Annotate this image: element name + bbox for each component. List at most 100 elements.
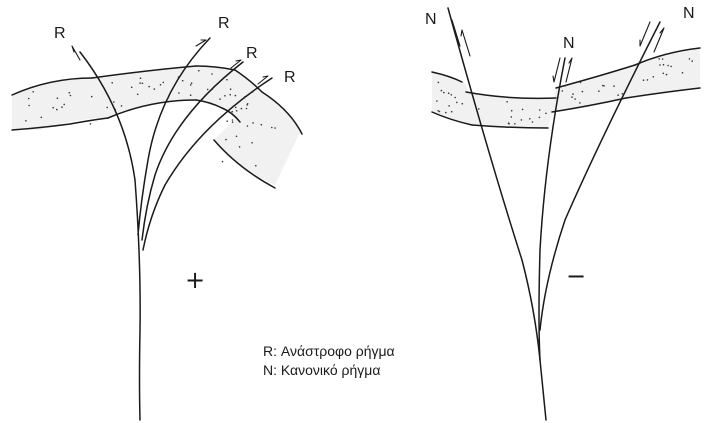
- stipple-dot: [226, 120, 228, 122]
- stipple-dot: [190, 84, 192, 86]
- slip-arrow-icon: [452, 20, 460, 46]
- stipple-dot: [579, 102, 581, 104]
- stipple-dot: [225, 139, 227, 141]
- stipple-dot: [539, 109, 541, 111]
- stipple-dot: [28, 98, 30, 100]
- stipple-dot: [224, 95, 226, 97]
- fault-label-n: N: [563, 35, 575, 52]
- stipple-dot: [451, 94, 453, 96]
- stipple-dot: [508, 123, 510, 125]
- stipple-dot: [222, 161, 224, 163]
- stipple-dot: [247, 103, 249, 105]
- stipple-dot: [207, 89, 209, 91]
- stipple-dot: [261, 124, 263, 126]
- stipple-dot: [539, 117, 541, 119]
- stipple-dot: [462, 103, 464, 105]
- stipple-dot: [163, 82, 165, 84]
- stipple-dot: [52, 107, 54, 109]
- stipple-dot: [230, 88, 232, 90]
- stipple-dot: [451, 111, 453, 113]
- stipple-dot: [529, 118, 531, 120]
- stipple-dot: [251, 142, 253, 144]
- stipple-dot: [658, 58, 660, 60]
- stipple-dot: [653, 76, 655, 78]
- stipple-dot: [160, 84, 162, 86]
- stipple-dot: [229, 94, 231, 96]
- stipple-dot: [647, 79, 649, 81]
- stipple-dot: [106, 107, 108, 109]
- stipple-dot: [235, 107, 237, 109]
- stipple-dot: [235, 95, 237, 97]
- stipple-dot: [511, 116, 513, 118]
- stipple-dot: [140, 77, 142, 79]
- stipple-dot: [441, 90, 443, 92]
- stipple-dot: [572, 93, 574, 95]
- stipple-dot: [244, 97, 246, 99]
- stipple-dot: [226, 79, 228, 81]
- stipple-dot: [61, 106, 63, 108]
- stipple-dot: [454, 97, 456, 99]
- stipple-dot: [41, 117, 43, 119]
- stipple-dot: [247, 125, 249, 127]
- stipple-dot: [666, 74, 668, 76]
- stipple-dot: [663, 64, 665, 66]
- stipple-dot: [436, 100, 438, 102]
- stipple-dot: [617, 94, 619, 96]
- stipple-dot: [154, 88, 156, 90]
- stipple-dot: [271, 127, 273, 129]
- fault-label-r: R: [218, 15, 230, 32]
- stipple-dot: [56, 109, 58, 111]
- stipple-dot: [28, 105, 30, 107]
- stipple-dot: [139, 82, 141, 84]
- stipple-dot: [212, 88, 214, 90]
- stipple-dot: [113, 101, 115, 103]
- stipple-dot: [545, 113, 547, 115]
- stipple-dot: [670, 66, 672, 68]
- stipple-dot: [506, 101, 508, 103]
- stipple-dot: [448, 92, 450, 94]
- stipple-dot: [191, 82, 193, 84]
- stipple-dot: [663, 73, 665, 75]
- slip-arrow-icon: [461, 30, 470, 56]
- legend-normal-fault: N: Κανονικό ρήγμα: [263, 361, 395, 380]
- uplift-sign: +: [185, 266, 205, 294]
- stipple-dot: [178, 76, 180, 78]
- stipple-dot: [90, 123, 92, 125]
- stipple-dot: [142, 83, 144, 85]
- stipple-dot: [522, 109, 524, 111]
- stipple-dot: [456, 102, 458, 104]
- stipple-dot: [121, 105, 123, 107]
- stipple-dot: [241, 108, 243, 110]
- stipple-dot: [232, 106, 234, 108]
- stipple-dot: [211, 73, 213, 75]
- slip-arrow-icon: [553, 58, 560, 82]
- stipple-dot: [662, 58, 664, 60]
- stipple-dot: [580, 82, 582, 84]
- stipple-dot: [137, 94, 139, 96]
- stipple-dot: [236, 110, 238, 112]
- stipple-dot: [63, 104, 65, 106]
- stipple-dot: [232, 121, 234, 123]
- stipple-dot: [603, 85, 605, 87]
- stipple-dot: [613, 85, 615, 87]
- stipple-dot: [32, 91, 34, 93]
- stipple-dot: [514, 123, 516, 125]
- fault-label-r: R: [284, 69, 296, 86]
- stipple-dot: [667, 65, 669, 67]
- stipple-dot: [232, 119, 234, 121]
- stipple-dot: [148, 86, 150, 88]
- stipple-dot: [521, 119, 523, 121]
- stipple-dot: [448, 105, 450, 107]
- stipple-dot: [532, 121, 534, 123]
- stipple-dot: [91, 96, 93, 98]
- legend-reverse-fault: R: Ανάστροφο ρήγμα: [263, 342, 395, 361]
- stipple-dot: [659, 64, 661, 66]
- stipple-dot: [25, 120, 27, 122]
- slip-arrow-icon: [566, 58, 572, 82]
- stipple-dot: [190, 94, 192, 96]
- fault-label-n: N: [683, 5, 695, 22]
- stipple-dot: [252, 91, 254, 93]
- slip-arrow-icon: [640, 22, 650, 46]
- stipple-dot: [252, 122, 254, 124]
